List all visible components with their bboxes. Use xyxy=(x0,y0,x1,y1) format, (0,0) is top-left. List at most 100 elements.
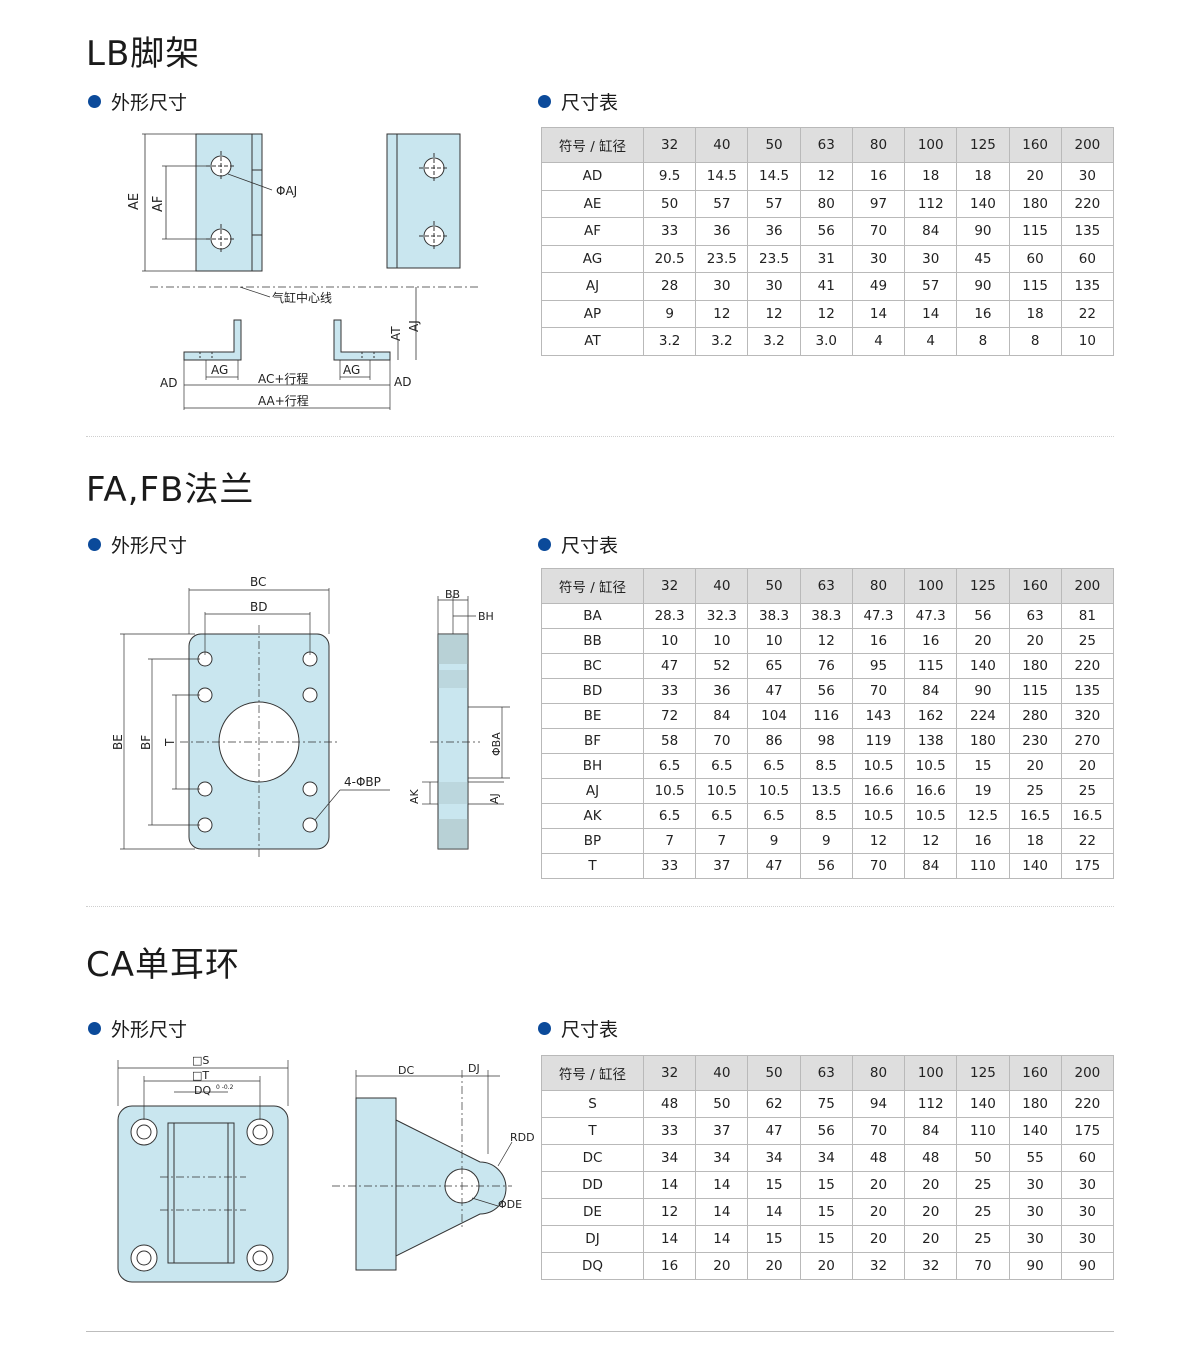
table-header-cell: 63 xyxy=(799,568,853,604)
table-value-cell: 84 xyxy=(904,1117,958,1145)
table-symbol-cell: AE xyxy=(541,189,644,218)
label-ae: AE xyxy=(127,193,142,210)
table-value-cell: 36 xyxy=(747,217,801,246)
label-at: AT xyxy=(389,326,403,341)
table-header-cell: 125 xyxy=(956,1055,1010,1091)
table-value-cell: 20 xyxy=(1008,753,1062,779)
table-value-cell: 8 xyxy=(956,327,1010,356)
table-value-cell: 9 xyxy=(642,299,697,328)
table-value-cell: 30 xyxy=(904,244,958,273)
label-bp: 4-ΦBP xyxy=(344,775,381,789)
subtitle-table-fa: 尺寸表 xyxy=(538,531,618,558)
table-value-cell: 112 xyxy=(904,189,958,218)
table-value-cell: 57 xyxy=(695,189,749,218)
table-symbol-cell: BF xyxy=(541,728,644,754)
bullet-icon xyxy=(88,95,101,108)
table-symbol-cell: AP xyxy=(541,299,644,328)
table-value-cell: 30 xyxy=(851,244,906,273)
table-value-cell: 3.2 xyxy=(695,327,749,356)
table-value-cell: 50 xyxy=(642,189,697,218)
table-value-cell: 220 xyxy=(1060,1090,1115,1118)
table-value-cell: 16 xyxy=(851,162,906,191)
table-symbol-cell: AD xyxy=(541,162,644,191)
table-value-cell: 90 xyxy=(1008,1252,1062,1280)
table-header-cell: 200 xyxy=(1060,568,1115,604)
subtitle-table-lb-text: 尺寸表 xyxy=(561,92,619,114)
table-value-cell: 175 xyxy=(1060,1117,1115,1145)
label-af: AF xyxy=(151,196,166,212)
table-value-cell: 47.3 xyxy=(904,603,958,629)
label-de: ΦDE xyxy=(498,1198,522,1211)
clevis-drawing: □S □T DQ 0 -0.2 DC DJ RDD ΦDE xyxy=(117,1054,535,1283)
table-value-cell: 47 xyxy=(747,678,801,704)
table-value-cell: 20 xyxy=(695,1252,749,1280)
table-value-cell: 72 xyxy=(642,703,697,729)
table-header-cell: 40 xyxy=(695,1055,749,1091)
table-value-cell: 30 xyxy=(1060,1198,1115,1226)
table-value-cell: 48 xyxy=(851,1144,906,1172)
table-value-cell: 32.3 xyxy=(695,603,749,629)
section-title-ca: CA单耳环 xyxy=(86,945,240,985)
lb-foot-drawing: AE AF ΦAJ 气缸中心线 AT AJ AG AG AC+行程 AD AD … xyxy=(127,133,480,410)
table-value-cell: 9 xyxy=(747,828,801,854)
table-value-cell: 10.5 xyxy=(904,803,958,829)
table-value-cell: 14 xyxy=(695,1198,749,1226)
table-value-cell: 25 xyxy=(1060,778,1115,804)
table-value-cell: 30 xyxy=(747,272,801,301)
table-value-cell: 9 xyxy=(799,828,853,854)
table-value-cell: 110 xyxy=(956,1117,1010,1145)
label-t-ca: □T xyxy=(192,1069,209,1082)
table-value-cell: 3.0 xyxy=(799,327,853,356)
label-dc: DC xyxy=(398,1064,414,1077)
table-header-cell: 50 xyxy=(747,568,801,604)
table-header-cell: 32 xyxy=(642,127,697,163)
table-value-cell: 34 xyxy=(695,1144,749,1172)
table-value-cell: 36 xyxy=(695,678,749,704)
table-value-cell: 10.5 xyxy=(642,778,697,804)
table-value-cell: 143 xyxy=(851,703,906,729)
table-value-cell: 52 xyxy=(695,653,749,679)
table-value-cell: 10.5 xyxy=(851,753,906,779)
table-value-cell: 50 xyxy=(956,1144,1010,1172)
table-symbol-cell: BP xyxy=(541,828,644,854)
table-value-cell: 14 xyxy=(747,1198,801,1226)
label-dj: DJ xyxy=(468,1062,480,1075)
table-value-cell: 86 xyxy=(747,728,801,754)
table-value-cell: 180 xyxy=(1008,189,1062,218)
table-value-cell: 9.5 xyxy=(642,162,697,191)
table-value-cell: 12 xyxy=(904,828,958,854)
table-value-cell: 63 xyxy=(1008,603,1062,629)
table-value-cell: 76 xyxy=(799,653,853,679)
table-value-cell: 3.2 xyxy=(747,327,801,356)
table-value-cell: 110 xyxy=(956,853,1010,879)
table-value-cell: 84 xyxy=(695,703,749,729)
table-value-cell: 55 xyxy=(1008,1144,1062,1172)
table-value-cell: 135 xyxy=(1060,217,1115,246)
table-value-cell: 10 xyxy=(642,628,697,654)
table-value-cell: 3.2 xyxy=(642,327,697,356)
table-header-cell: 80 xyxy=(851,1055,906,1091)
table-value-cell: 16.5 xyxy=(1060,803,1115,829)
table-value-cell: 98 xyxy=(799,728,853,754)
table-value-cell: 16 xyxy=(956,828,1010,854)
table-value-cell: 70 xyxy=(695,728,749,754)
table-value-cell: 119 xyxy=(851,728,906,754)
label-be: BE xyxy=(111,734,125,750)
table-value-cell: 84 xyxy=(904,678,958,704)
table-value-cell: 37 xyxy=(695,853,749,879)
table-header-cell: 63 xyxy=(799,1055,853,1091)
table-value-cell: 14.5 xyxy=(747,162,801,191)
label-dq: DQ xyxy=(194,1084,211,1097)
label-aj-side: AJ xyxy=(407,320,421,332)
table-header-cell: 50 xyxy=(747,127,801,163)
table-value-cell: 230 xyxy=(1008,728,1062,754)
